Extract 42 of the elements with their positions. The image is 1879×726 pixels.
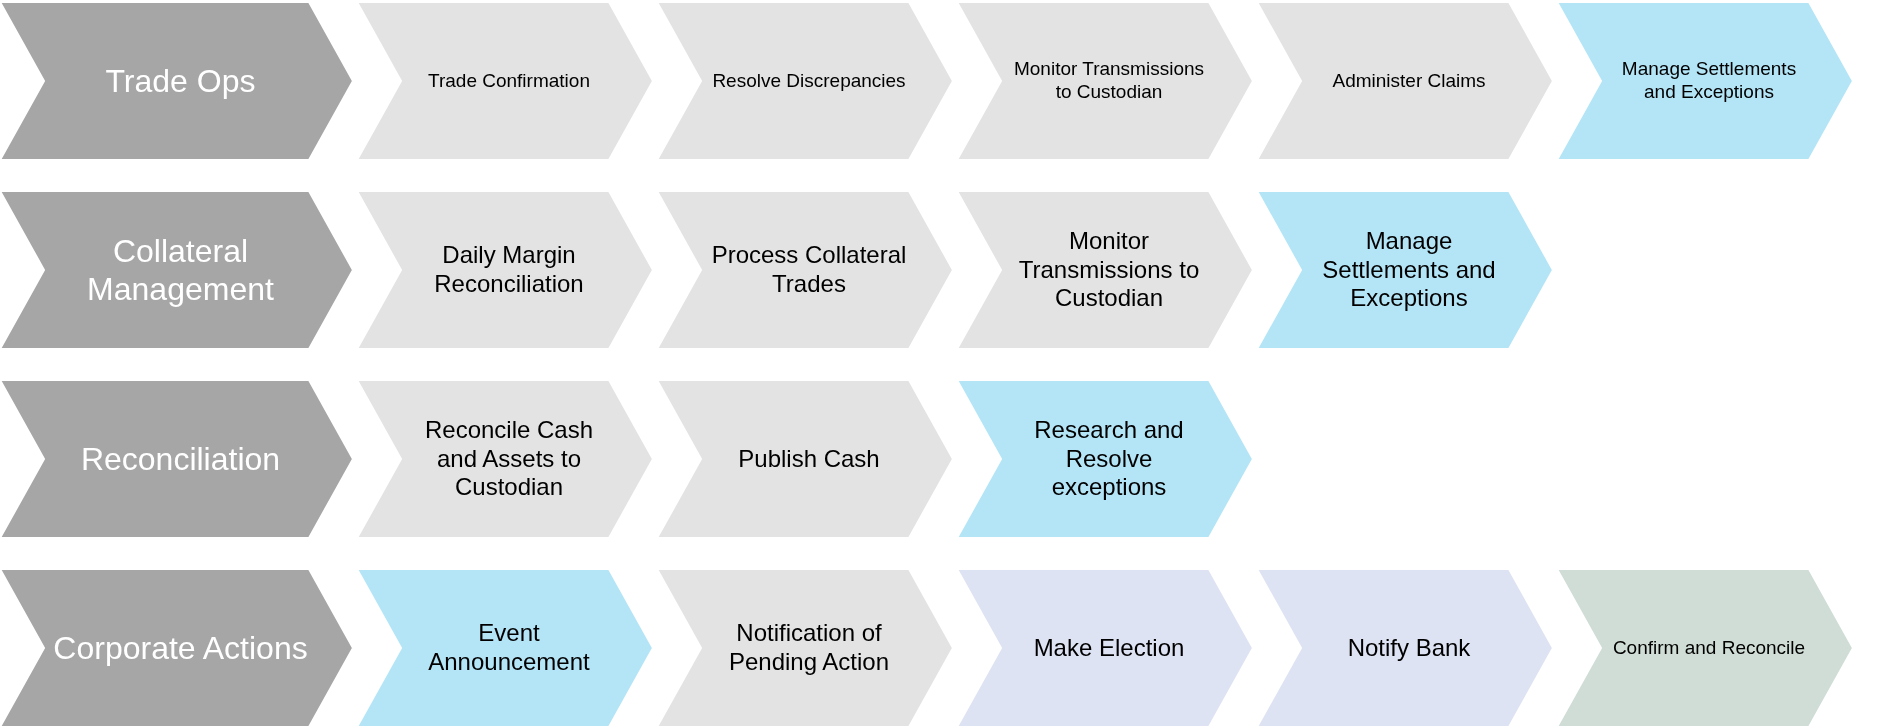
category-label: Corporate Actions <box>53 628 308 668</box>
step-label: Administer Claims <box>1332 69 1486 93</box>
process-step <box>1257 191 1553 349</box>
process-step <box>957 380 1253 538</box>
process-step <box>1257 569 1553 726</box>
process-step <box>357 380 653 538</box>
step-label: Research and Resolve exceptions <box>1033 415 1185 503</box>
step-label: Manage Settlements and Exceptions <box>1321 226 1497 314</box>
category-box <box>0 2 353 160</box>
step-label: Daily Margin Reconciliation <box>433 241 585 299</box>
step-label: Confirm and Reconcile <box>1612 636 1806 660</box>
process-step <box>1257 2 1553 160</box>
process-step <box>957 191 1253 349</box>
step-label: Event Announcement <box>427 619 591 677</box>
step-label: Reconcile Cash and Assets to Custodian <box>423 415 595 503</box>
step-label: Trade Confirmation <box>428 69 590 93</box>
step-label: Monitor Transmissions to Custodian <box>1017 226 1201 314</box>
step-label: Notify Bank <box>1347 633 1471 663</box>
step-label: Process Collateral Trades <box>710 241 908 299</box>
process-step <box>357 2 653 160</box>
step-label: Notification of Pending Action <box>727 619 891 677</box>
process-step <box>1557 569 1853 726</box>
category-label: Trade Ops <box>105 61 256 101</box>
category-label: Reconciliation <box>80 439 281 479</box>
process-step <box>957 2 1253 160</box>
process-step <box>657 569 953 726</box>
process-step <box>357 191 653 349</box>
step-label: Make Election <box>1033 633 1185 663</box>
category-box <box>0 569 353 726</box>
category-box <box>0 380 353 538</box>
process-step <box>657 380 953 538</box>
category-label: Collateral Management <box>86 231 275 309</box>
step-label: Publish Cash <box>738 444 880 474</box>
process-step <box>657 191 953 349</box>
process-step <box>657 2 953 160</box>
process-step <box>357 569 653 726</box>
process-step <box>1557 2 1853 160</box>
step-label: Manage Settlements and Exceptions <box>1620 58 1798 104</box>
step-label: Resolve Discrepancies <box>712 69 906 93</box>
step-label: Monitor Transmissions to Custodian <box>1012 58 1206 104</box>
category-box <box>0 191 353 349</box>
process-step <box>957 569 1253 726</box>
